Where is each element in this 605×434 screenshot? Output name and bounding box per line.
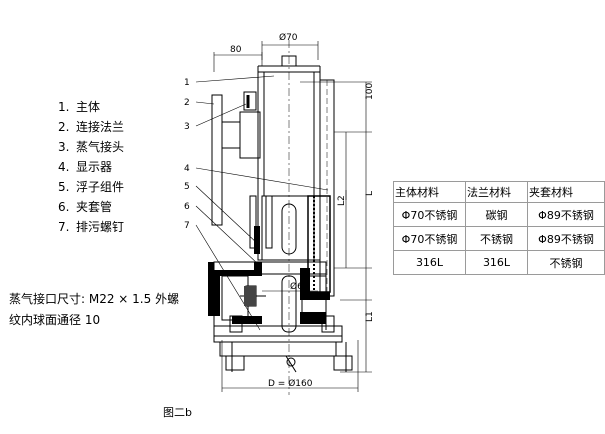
materials-table: 主体材料 法兰材料 夹套材料 Φ70不锈钢 碳钢 Φ89不锈钢 Φ70不锈钢 不…: [393, 181, 605, 275]
table-cell: 不锈钢: [465, 226, 528, 251]
header-jacket-material: 夹套材料: [527, 181, 605, 203]
dim-height-100: 100: [365, 83, 375, 100]
table-cell: 不锈钢: [527, 250, 605, 275]
table-row: Φ70不锈钢 不锈钢 Φ89不锈钢: [393, 226, 605, 251]
steam-connection-note: 蒸气接口尺寸: M22 × 1.5 外螺 纹内球面通径 10: [9, 289, 219, 331]
table-cell: Φ70不锈钢: [393, 226, 466, 251]
dim-l: L: [365, 191, 375, 196]
table-row: 316L 316L 不锈钢: [393, 250, 605, 275]
parts-list-item: 6.夹套管: [58, 200, 113, 214]
callout-2: 2: [184, 98, 190, 108]
callout-6: 6: [184, 202, 190, 212]
parts-list-item: 5.浮子组件: [58, 180, 125, 194]
table-cell: 316L: [465, 250, 528, 275]
callout-3: 3: [184, 122, 190, 132]
callout-5: 5: [184, 182, 190, 192]
header-body-material: 主体材料: [393, 181, 466, 203]
materials-header-row: 主体材料 法兰材料 夹套材料: [393, 181, 605, 203]
jacket-pipe: [307, 195, 331, 293]
dim-inner-diameter: Ø60: [290, 281, 309, 292]
table-cell: 316L: [393, 250, 466, 275]
callout-4: 4: [184, 164, 190, 174]
float: [281, 203, 297, 255]
dim-l2: L2: [337, 195, 347, 206]
table-row: Φ70不锈钢 碳钢 Φ89不锈钢: [393, 202, 605, 227]
connecting-flange: [211, 94, 223, 226]
header-flange-material: 法兰材料: [465, 181, 528, 203]
callout-1: 1: [184, 78, 190, 88]
dim-l1: L1: [365, 311, 375, 322]
dim-top-width: 80: [230, 45, 242, 55]
table-cell: Φ70不锈钢: [393, 202, 466, 227]
table-cell: 碳钢: [465, 202, 528, 227]
table-cell: Φ89不锈钢: [527, 226, 605, 251]
steam-note-line-2: 纹内球面通径 10: [9, 313, 101, 327]
parts-list-item: 1.主体: [58, 100, 101, 114]
steam-note-line-1: 蒸气接口尺寸: M22 × 1.5 外螺: [9, 292, 180, 306]
parts-list-item: 7.排污螺钉: [58, 220, 125, 234]
dim-top-diameter: Ø70: [279, 32, 298, 43]
parts-list-item: 3.蒸气接头: [58, 140, 125, 154]
dim-base-diameter: D = Ø160: [268, 378, 313, 389]
parts-list-item: 2.连接法兰: [58, 120, 125, 134]
parts-list: 1.主体 2.连接法兰 3.蒸气接头 4.显示器 5.浮子组件 6.夹套管 7.…: [58, 97, 124, 237]
figure-caption: 图二b: [163, 406, 192, 419]
callout-7: 7: [184, 221, 190, 231]
parts-list-item: 4.显示器: [58, 160, 113, 174]
table-cell: Φ89不锈钢: [527, 202, 605, 227]
